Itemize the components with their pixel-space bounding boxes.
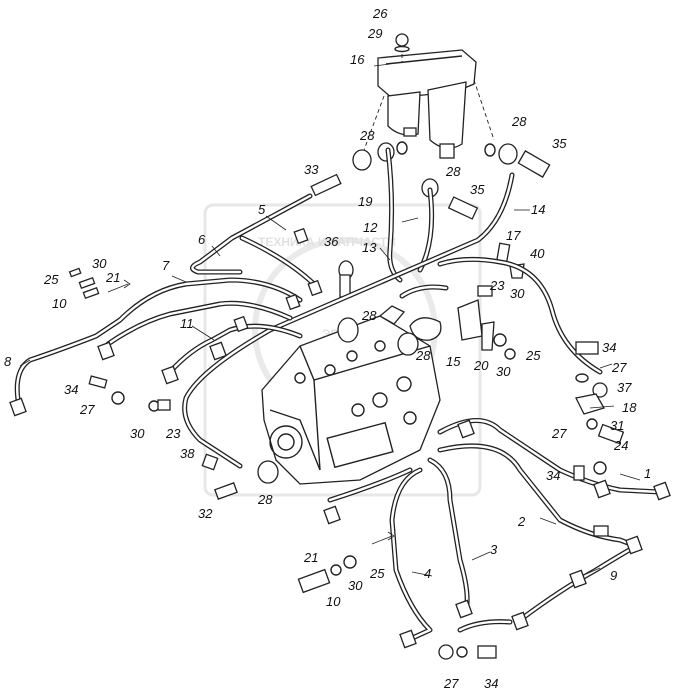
- callout-label: 9: [610, 568, 617, 583]
- callout-label: 6: [198, 232, 206, 247]
- callout-label: 28: [511, 114, 527, 129]
- callout-label: 34: [602, 340, 616, 355]
- callout-label: 14: [531, 202, 545, 217]
- callout-label: 24: [613, 438, 628, 453]
- return-lines: [182, 147, 603, 469]
- callout-label: 38: [180, 446, 195, 461]
- callout-label: 40: [530, 246, 545, 261]
- callout-label: 34: [546, 468, 560, 483]
- callout-label: 5: [258, 202, 266, 217]
- callout-label: 7: [162, 258, 170, 273]
- small-hardware: [68, 267, 625, 660]
- callout-label: 32: [198, 506, 213, 521]
- callout-label: 4: [424, 566, 431, 581]
- callout-label: 17: [506, 228, 521, 243]
- callout-label: 25: [525, 348, 541, 363]
- callout-label: 30: [130, 426, 145, 441]
- direction-arrows: [107, 279, 395, 545]
- callout-label: 34: [64, 382, 78, 397]
- callout-label: 29: [367, 26, 382, 41]
- callout-label: 30: [92, 256, 107, 271]
- callout-label: 30: [348, 578, 363, 593]
- callout-label: 30: [496, 364, 511, 379]
- callout-label: 30: [510, 286, 525, 301]
- callout-label: 16: [350, 52, 365, 67]
- high-pressure-pipes-left: [9, 193, 323, 417]
- callout-label: 35: [552, 136, 567, 151]
- callout-label: 3: [490, 542, 498, 557]
- callout-label: 27: [443, 676, 459, 691]
- callout-label: 23: [165, 426, 181, 441]
- callout-label: 1: [644, 466, 651, 481]
- callout-label: 27: [611, 360, 627, 375]
- callout-label: 26: [372, 6, 388, 21]
- high-pressure-pipes-right: [323, 418, 671, 649]
- callout-label: 27: [551, 426, 567, 441]
- upper-fittings: [310, 141, 551, 351]
- callout-label: 18: [622, 400, 637, 415]
- callout-label: 2: [517, 514, 526, 529]
- callout-label: 8: [4, 354, 12, 369]
- callout-label: 28: [359, 128, 375, 143]
- callout-label: 11: [180, 316, 194, 331]
- callout-label: 13: [362, 240, 377, 255]
- callout-label: 25: [43, 272, 59, 287]
- callout-label: 28: [361, 308, 377, 323]
- callout-label: 37: [617, 380, 632, 395]
- callout-label: 31: [610, 418, 624, 433]
- leader-lines: [19, 63, 641, 577]
- callout-label: 21: [303, 550, 318, 565]
- callout-label: 28: [445, 164, 461, 179]
- callout-label: 20: [473, 358, 489, 373]
- callout-label: 21: [105, 270, 120, 285]
- callout-label: 12: [363, 220, 378, 235]
- callout-label: 28: [415, 348, 431, 363]
- watermark-text: ТЕХНИКА И ЗАПЧАСТИ: [258, 235, 396, 249]
- callout-label: 27: [79, 402, 95, 417]
- callout-label: 35: [470, 182, 485, 197]
- callout-label: 23: [489, 278, 505, 293]
- callout-label: 10: [326, 594, 341, 609]
- fuel-filter-assembly: [363, 33, 495, 159]
- callout-label: 34: [484, 676, 498, 691]
- callout-label: 19: [358, 194, 372, 209]
- callout-label: 28: [257, 492, 273, 507]
- callout-label: 25: [369, 566, 385, 581]
- callout-label: 15: [446, 354, 461, 369]
- injection-pump: [257, 315, 441, 485]
- callout-label: 33: [304, 162, 319, 177]
- callout-label: 10: [52, 296, 67, 311]
- callout-labels: 26 29 16 28 28 35 33 28 19 35 5 12 14 6 …: [4, 6, 651, 691]
- callout-label: 36: [324, 234, 339, 249]
